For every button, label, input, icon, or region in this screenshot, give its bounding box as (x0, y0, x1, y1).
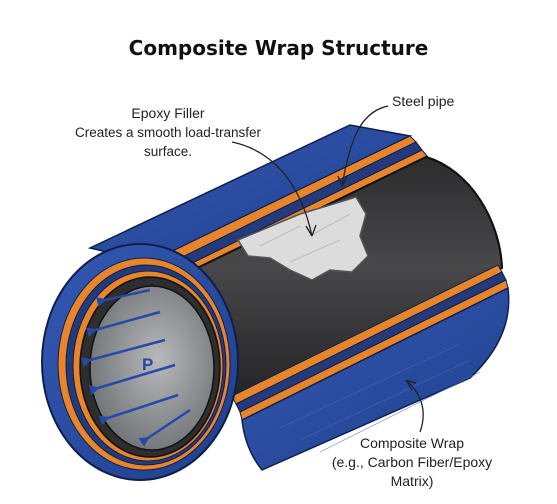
pressure-arrow (96, 288, 151, 307)
diagram-title: Composite Wrap Structure (128, 36, 429, 60)
epoxy-filler-heading: Epoxy Filler (131, 105, 205, 121)
pressure-arrow (98, 393, 179, 426)
epoxy-filler-patch (236, 196, 369, 281)
steel-pipe-leader (341, 105, 389, 187)
pressure-symbol: P (142, 355, 153, 374)
composite-wrap-front-band (231, 264, 510, 471)
steel-pipe-body (158, 155, 504, 400)
composite-wrap-leader (405, 379, 424, 433)
epoxy-filler-leader (231, 141, 313, 237)
pressure-arrow (80, 338, 166, 367)
epoxy-filler-label: Epoxy Filler Creates a smooth load-trans… (58, 104, 278, 161)
pressure-arrows (80, 288, 191, 447)
composite-wrap-line2: (e.g., Carbon Fiber/Epoxy (331, 454, 493, 470)
epoxy-texture (259, 213, 351, 263)
composite-wrap-line1: Composite Wrap (359, 435, 464, 451)
pressure-arrow (138, 408, 191, 447)
steel-pipe-label: Steel pipe (392, 93, 455, 109)
composite-wrap-label: Composite Wrap (e.g., Carbon Fiber/Epoxy… (292, 434, 532, 491)
pressure-arrow (85, 310, 161, 337)
composite-wrap-line3: Matrix) (390, 473, 434, 489)
pressure-arrow (88, 363, 176, 396)
pipe-cross-section (41, 243, 239, 481)
epoxy-filler-description: Creates a smooth load-transfer surface. (74, 125, 262, 159)
